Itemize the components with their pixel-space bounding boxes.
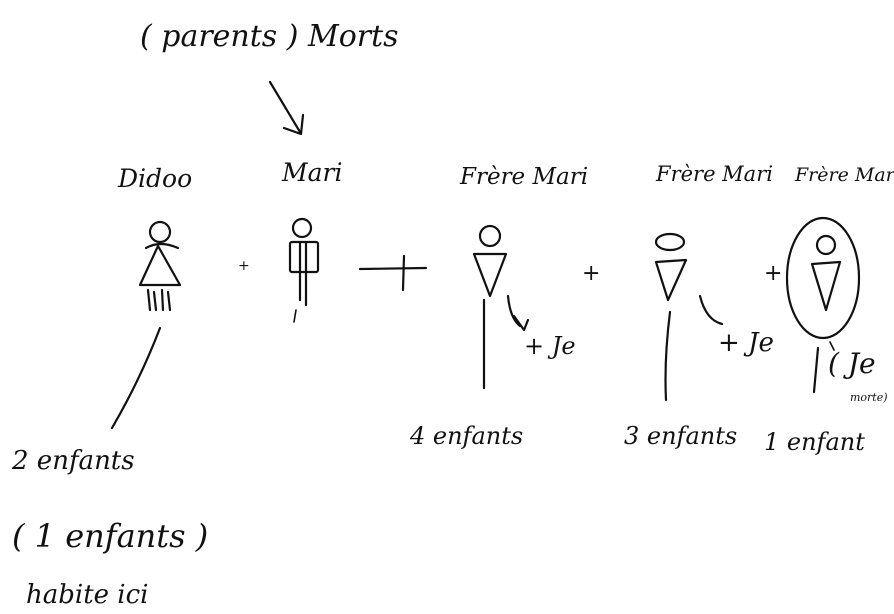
didoo-children-detail: ( 1 enfants ) (12, 517, 209, 555)
sub-note-frere-3: ( Je (828, 347, 876, 380)
line-didoo-children (110, 326, 162, 430)
figure-mari (288, 217, 320, 323)
children-frere-1: 4 enfants (410, 422, 524, 450)
big-plus (358, 254, 428, 292)
figure-frere-1 (472, 224, 530, 390)
sub-note-frere-1: + Je (524, 332, 576, 360)
didoo-children-count: 2 enfants (12, 446, 135, 476)
children-frere-2: 3 enfants (624, 422, 738, 450)
didoo-children-location: habite ici (26, 580, 149, 610)
parents-note: ( parents ) Morts (140, 19, 399, 54)
figure-didoo (138, 220, 182, 312)
plus-sign-2: + (582, 261, 600, 286)
member-label-frere-1: Frère Mari (460, 164, 589, 190)
children-frere-3: 1 enfant (764, 428, 865, 456)
sub-note-frere-3-detail: morte) (850, 391, 888, 404)
member-label-frere-3: Frère Mari (795, 164, 894, 186)
figure-frere-2 (654, 232, 724, 402)
arrow-parents-to-mari (268, 80, 305, 136)
figure-frere-3 (785, 216, 861, 394)
plus-sign-3: + (764, 261, 782, 286)
member-label-didoo: Didoo (118, 164, 193, 193)
member-label-frere-2: Frère Mari (656, 162, 773, 186)
member-label-mari: Mari (282, 158, 343, 187)
sub-note-frere-2: + Je (718, 328, 774, 358)
plus-sign-1: + (238, 258, 250, 274)
